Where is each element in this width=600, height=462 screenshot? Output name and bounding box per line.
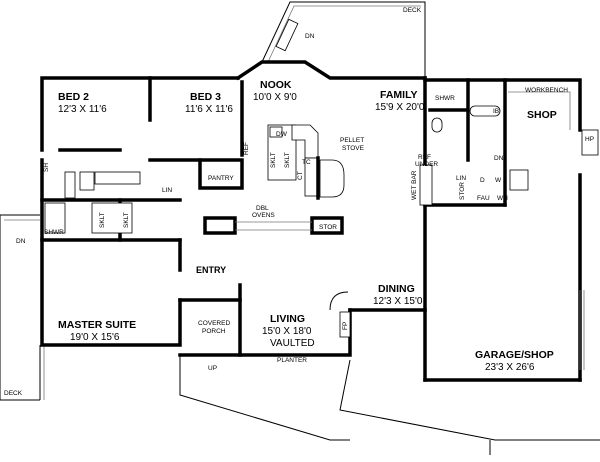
label-pellet-stove: STOVE <box>342 145 365 152</box>
fixtures <box>44 91 599 370</box>
label-linen: LIN <box>162 187 172 194</box>
label-up: UP <box>208 365 217 372</box>
room-covered-porch: COVERED PORCH <box>198 320 230 335</box>
label-linen: LIN <box>456 175 466 182</box>
annotations: DECK DECK DN DN DN UP SHWR SHWR IB WORKB… <box>4 7 594 397</box>
room-size: 15'9 X 20'0 <box>375 102 425 113</box>
front-walks <box>179 355 600 455</box>
label-skylight: SKLT <box>270 152 277 168</box>
room-family: FAMILY 15'9 X 20'0 <box>375 89 425 113</box>
label-skylight: SKLT <box>284 152 291 168</box>
walls <box>40 60 582 382</box>
label-skylight: SKLT <box>99 212 106 228</box>
label-wet-bar: WET BAR <box>411 170 418 200</box>
room-size: 12'3 X 15'0 <box>373 296 423 307</box>
room-size: 12'3 X 11'6 <box>58 104 107 115</box>
room-size: 10'0 X 9'0 <box>253 92 297 103</box>
label-ct: CT <box>297 171 304 180</box>
label-water-heater: WH <box>497 195 508 202</box>
label-pellet-stove: PELLET <box>340 137 364 144</box>
room-name: NOOK <box>260 79 292 91</box>
label-double-ovens: DBL <box>256 205 269 212</box>
label-deck: DECK <box>403 7 422 14</box>
label-ref: REF <box>243 142 250 155</box>
label-storage: STOR <box>319 224 337 231</box>
room-size: 19'0 X 15'6 <box>70 332 120 343</box>
label-shower: SHWR <box>44 229 64 236</box>
label-double-ovens: OVENS <box>252 212 275 219</box>
room-entry: ENTRY <box>196 265 226 275</box>
label-ib: IB <box>493 108 499 115</box>
room-bed-2: BED 2 12'3 X 11'6 <box>58 91 107 115</box>
room-master-suite: MASTER SUITE 19'0 X 15'6 <box>58 319 136 343</box>
room-name: DINING <box>378 283 415 295</box>
label-deck: DECK <box>4 390 23 397</box>
left-deck <box>0 214 45 401</box>
label-shelf: SH <box>43 163 50 172</box>
label-washer: W <box>495 177 502 184</box>
room-nook: NOOK 10'0 X 9'0 <box>253 79 297 103</box>
room-name: LIVING <box>270 313 305 325</box>
label-ref-under: UNDER <box>415 161 438 168</box>
room-size: 11'6 X 11'6 <box>185 104 233 115</box>
label-dn: DN <box>305 33 315 40</box>
room-bed-3: BED 3 11'6 X 11'6 <box>185 91 233 115</box>
top-deck <box>261 1 426 78</box>
room-dining: DINING 12'3 X 15'0 <box>373 283 423 307</box>
label-pantry: PANTRY <box>208 175 234 182</box>
label-planter: PLANTER <box>277 357 307 364</box>
room-size: 23'3 X 26'6 <box>485 362 535 373</box>
label-dn: DN <box>16 238 26 245</box>
label-dryer: D <box>480 177 485 184</box>
porch-line-2: PORCH <box>202 328 226 335</box>
label-ref-under: REF <box>418 154 431 161</box>
room-garage-shop: GARAGE/SHOP 23'3 X 26'6 <box>475 349 554 373</box>
room-name: BED 2 <box>58 91 89 103</box>
room-shop: SHOP <box>527 109 557 121</box>
room-name: MASTER SUITE <box>58 319 136 331</box>
label-hp: HP <box>585 136 594 143</box>
label-furnace: FAU <box>477 195 490 202</box>
label-dw: DW <box>276 131 288 138</box>
label-skylight: SKLT <box>123 212 130 228</box>
label-tc: TC <box>302 159 311 166</box>
label-dn: DN <box>494 155 504 162</box>
room-living: LIVING 15'0 X 18'0 VAULTED <box>262 313 315 349</box>
room-size: 15'0 X 18'0 <box>262 326 312 337</box>
porch-line-1: COVERED <box>198 320 230 327</box>
label-storage: STOR <box>459 182 466 200</box>
room-name: BED 3 <box>190 91 221 103</box>
label-workbench: WORKBENCH <box>525 87 568 94</box>
room-name: GARAGE/SHOP <box>475 349 554 361</box>
label-shower: SHWR <box>435 95 455 102</box>
room-note: VAULTED <box>270 338 315 349</box>
room-name: FAMILY <box>380 89 418 101</box>
label-fireplace: FP <box>342 322 349 330</box>
